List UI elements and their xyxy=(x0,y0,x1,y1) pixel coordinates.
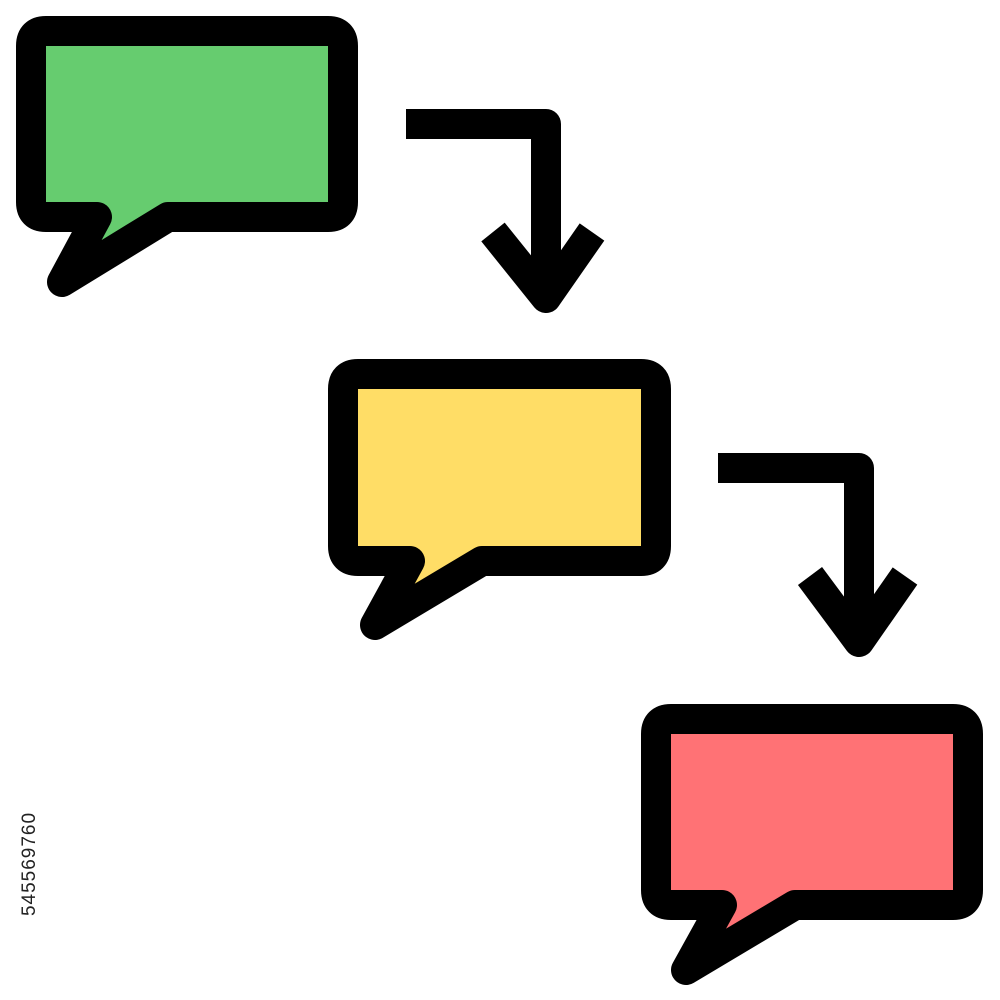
bubble-1-body xyxy=(16,16,358,297)
stock-image-id: 545569760 xyxy=(19,811,40,917)
speech-bubble-green-icon xyxy=(16,16,358,297)
arrow-2-shaft xyxy=(718,453,874,642)
speech-bubble-yellow-icon xyxy=(328,359,671,640)
arrow-1-head xyxy=(481,222,605,313)
elbow-arrow-down-icon xyxy=(406,109,605,313)
arrow-2-head xyxy=(797,567,918,657)
bubble-2-body xyxy=(328,359,671,640)
speech-bubble-red-icon xyxy=(641,704,983,985)
arrow-1-shaft xyxy=(406,109,561,298)
bubble-3-body xyxy=(641,704,983,985)
elbow-arrow-down-icon xyxy=(718,453,918,657)
